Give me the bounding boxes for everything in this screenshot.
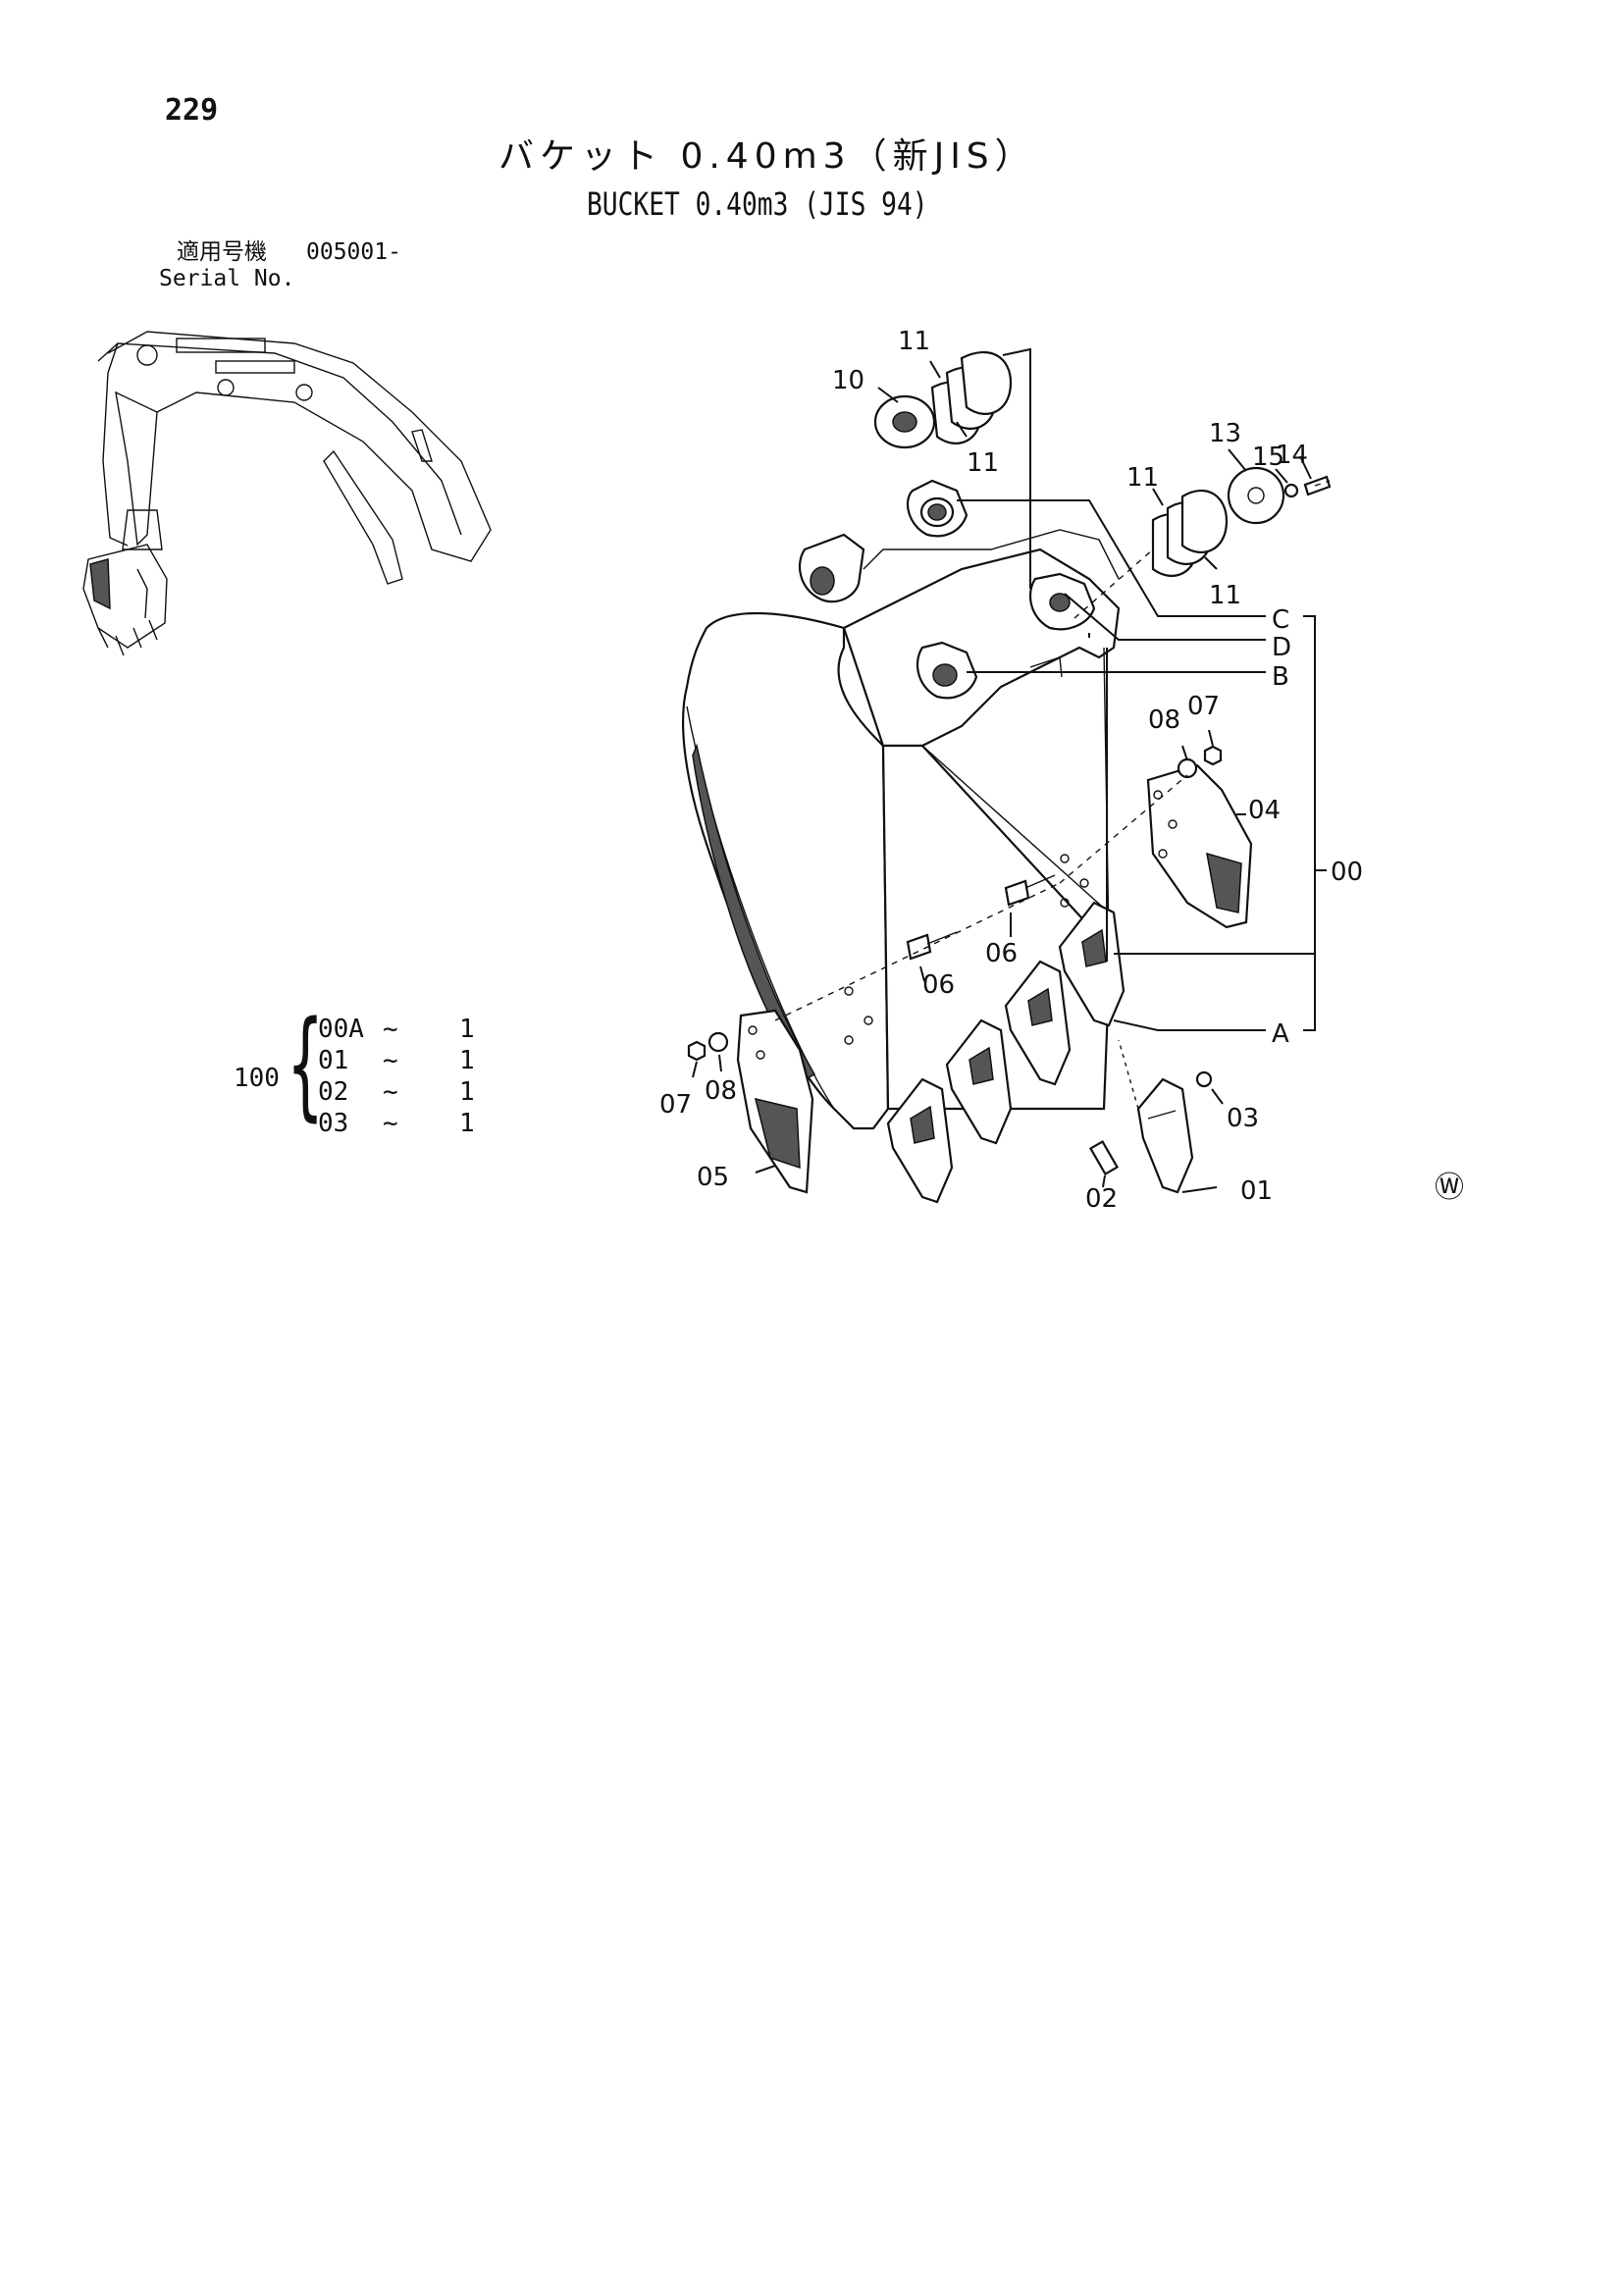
- set-row: 00A ~ 1: [318, 1015, 475, 1044]
- set-row-code: 03: [318, 1109, 349, 1138]
- serial-label-japanese: 適用号機: [177, 239, 267, 265]
- callout-07: 07: [659, 1090, 692, 1120]
- callout-11: 11: [898, 327, 930, 356]
- excavator-arm-thumbnail: [82, 331, 492, 656]
- callout-ref-d: D: [1272, 633, 1291, 662]
- callout-ref-b: B: [1272, 662, 1289, 692]
- set-row-tilde: ~: [383, 1077, 398, 1107]
- callout-labels: 10 11 11 11 11 13 14 15 C D B A 00 08 07…: [659, 327, 1363, 1214]
- set-number: 100: [234, 1064, 280, 1093]
- set-row: 03 ~ 1: [318, 1109, 475, 1138]
- brace-icon: {: [287, 997, 325, 1133]
- callout-15: 15: [1252, 443, 1284, 472]
- callout-03: 03: [1227, 1104, 1259, 1133]
- callout-10: 10: [832, 366, 864, 395]
- bucket-teeth: [886, 901, 1213, 1204]
- set-row-code: 01: [318, 1046, 349, 1075]
- set-row-quantity: 1: [459, 1077, 475, 1107]
- set-row: 02 ~ 1: [318, 1077, 475, 1107]
- set-row-quantity: 1: [459, 1109, 475, 1138]
- callout-05: 05: [697, 1163, 729, 1192]
- callout-06: 06: [985, 939, 1018, 968]
- side-cutters: [736, 763, 1253, 1194]
- leader-lines: [692, 347, 1331, 1193]
- set-row-tilde: ~: [383, 1015, 398, 1044]
- set-row-tilde: ~: [383, 1046, 398, 1075]
- callout-ref-a: A: [1272, 1019, 1289, 1049]
- set-row-quantity: 1: [459, 1046, 475, 1075]
- callout-11: 11: [1126, 463, 1159, 493]
- callout-00: 00: [1331, 858, 1363, 887]
- callout-08: 08: [1148, 705, 1180, 735]
- callout-11: 11: [1209, 581, 1241, 610]
- set-row-tilde: ~: [383, 1109, 398, 1138]
- callout-07: 07: [1187, 692, 1220, 721]
- callout-04: 04: [1248, 796, 1281, 825]
- page-title-english: BUCKET 0.40m3 (JIS 94): [587, 185, 928, 223]
- set-row-code: 02: [318, 1077, 349, 1107]
- callout-02: 02: [1085, 1184, 1118, 1214]
- set-row: 01 ~ 1: [318, 1046, 475, 1075]
- serial-number-value: 005001-: [306, 239, 401, 265]
- callout-01: 01: [1240, 1176, 1273, 1206]
- corner-mark: Ⓦ: [1435, 1171, 1464, 1205]
- serial-label-english: Serial No.: [159, 266, 295, 291]
- set-row-code: 00A: [318, 1015, 364, 1044]
- callout-13: 13: [1209, 419, 1241, 448]
- callout-ref-c: C: [1272, 605, 1289, 635]
- callout-08: 08: [705, 1076, 737, 1106]
- page-number: 229: [165, 93, 219, 128]
- hardware-parts: [687, 350, 1332, 1062]
- callout-11: 11: [967, 448, 999, 478]
- callout-06: 06: [922, 970, 955, 1000]
- set-row-quantity: 1: [459, 1015, 475, 1044]
- page-title-japanese: バケット 0.40m3（新JIS）: [498, 136, 1036, 177]
- callout-14: 14: [1276, 441, 1308, 470]
